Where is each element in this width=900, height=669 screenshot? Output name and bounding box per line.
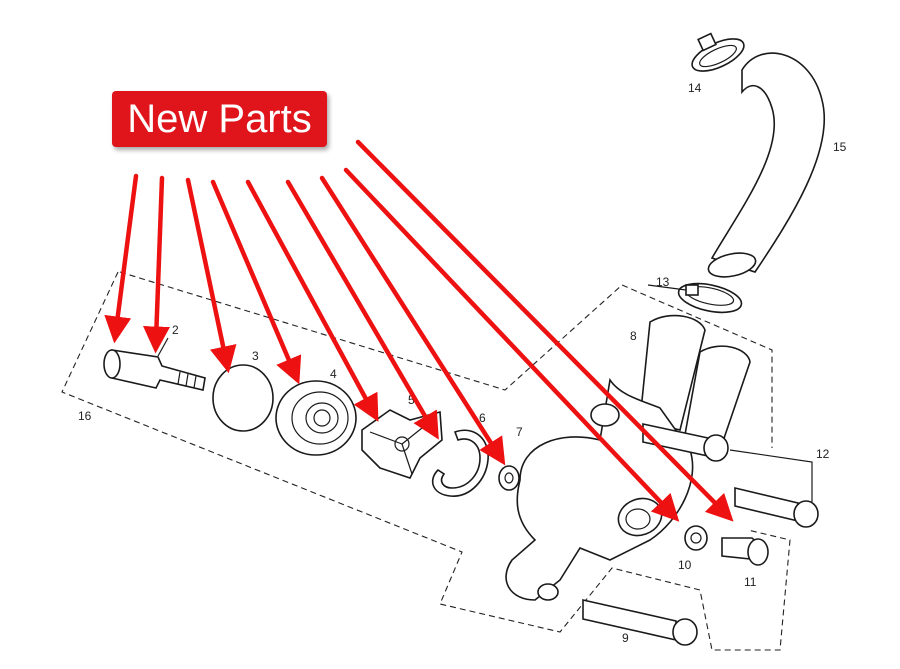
arrow-o-ring [185,177,237,374]
arrow-washer-7 [319,175,506,466]
bolt-12-upper [642,423,729,462]
hose-15 [707,52,826,278]
arrow-seal [210,179,302,385]
washer-7 [498,465,520,491]
label-16: 16 [78,409,92,423]
new-parts-callout: New Parts [112,91,327,147]
label-7: 7 [516,425,523,439]
new-parts-label: New Parts [127,96,312,141]
assembly-16-outline [61,271,791,651]
label-15: 15 [833,140,847,154]
arrow-shaft [143,175,170,354]
label-11: 11 [744,575,757,589]
o-ring-3 [212,364,274,432]
hose-clip-14 [691,32,745,72]
arrow-circlip [285,179,439,440]
hose-clip-13 [677,282,743,314]
seal-4 [275,380,357,456]
label-12: 12 [816,447,830,461]
label-13: 13 [656,275,670,289]
bolt-9 [582,598,698,646]
label-10: 10 [678,558,692,572]
label-9: 9 [622,631,629,645]
arrow-washer-10 [343,167,680,522]
arrow-plug-11 [355,139,734,522]
label-8: 8 [630,329,637,343]
label-6: 6 [479,411,486,425]
new-parts-arrows [104,139,734,522]
leader-12 [729,449,813,502]
shaft-2 [103,349,206,391]
label-4: 4 [330,367,337,381]
plug-11 [721,537,769,566]
label-3: 3 [252,349,259,363]
label-5: 5 [408,393,415,407]
label-2: 2 [172,323,179,337]
arrow-shaft-clip [104,173,139,344]
arrow-impeller [245,179,379,422]
label-14: 14 [688,81,702,95]
bolt-12-lower [734,486,819,528]
washer-10 [684,525,708,551]
